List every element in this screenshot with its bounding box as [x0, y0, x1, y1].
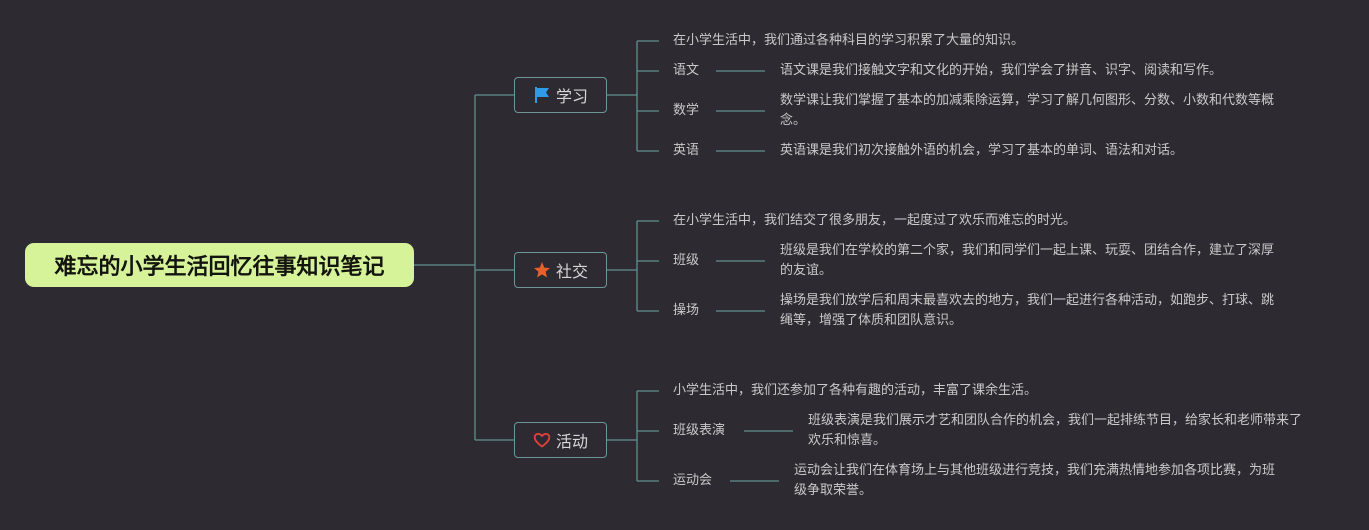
subtopic-desc: 班级表演是我们展示才艺和团队合作的机会，我们一起排练节目，给家长和老师带来了欢乐…	[808, 413, 1303, 448]
branch-label: 社交	[555, 262, 588, 281]
subtopic-desc: 英语课是我们初次接触外语的机会，学习了基本的单词、语法和对话。	[780, 143, 1184, 158]
subtopic-label[interactable]: 数学	[673, 103, 700, 118]
subtopic-desc: 班级是我们在学校的第二个家，我们和同学们一起上课、玩耍、团结合作，建立了深厚的友…	[780, 243, 1275, 278]
branch-label: 活动	[555, 432, 588, 451]
root-topic[interactable]: 难忘的小学生活回忆往事知识笔记	[25, 243, 414, 287]
subtopic-label[interactable]: 操场	[673, 303, 700, 318]
subtopic-desc: 操场是我们放学后和周末最喜欢去的地方，我们一起进行各种活动，如跑步、打球、跳绳等…	[780, 293, 1275, 328]
branch-social[interactable]: 社交	[514, 252, 607, 288]
subtopic-label[interactable]: 运动会	[673, 473, 713, 488]
subtopic-label[interactable]: 班级	[673, 253, 700, 268]
subtopic-desc: 数学课让我们掌握了基本的加减乘除运算，学习了解几何图形、分数、小数和代数等概念。	[780, 93, 1275, 128]
root-topic-label: 难忘的小学生活回忆往事知识笔记	[54, 255, 385, 280]
heart-icon	[533, 433, 551, 448]
branch-study[interactable]: 学习	[514, 77, 607, 113]
subtopic-desc: 运动会让我们在体育场上与其他班级进行竞技，我们充满热情地参加各项比赛，为班级争取…	[794, 463, 1276, 498]
subtopic-label[interactable]: 班级表演	[673, 423, 726, 438]
branch-summary: 小学生活中，我们还参加了各种有趣的活动，丰富了课余生活。	[673, 383, 1038, 398]
subtopic-label[interactable]: 语文	[673, 63, 700, 78]
subtopic-label[interactable]: 英语	[673, 143, 700, 158]
branch-summary: 在小学生活中，我们通过各种科目的学习积累了大量的知识。	[673, 33, 1025, 48]
branch-activities[interactable]: 活动	[514, 422, 607, 458]
branch-summary: 在小学生活中，我们结交了很多朋友，一起度过了欢乐而难忘的时光。	[673, 213, 1077, 228]
star-icon	[533, 262, 550, 278]
flag-icon	[534, 87, 549, 103]
branch-label: 学习	[555, 87, 588, 106]
subtopic-desc: 语文课是我们接触文字和文化的开始，我们学会了拼音、识字、阅读和写作。	[780, 63, 1223, 78]
